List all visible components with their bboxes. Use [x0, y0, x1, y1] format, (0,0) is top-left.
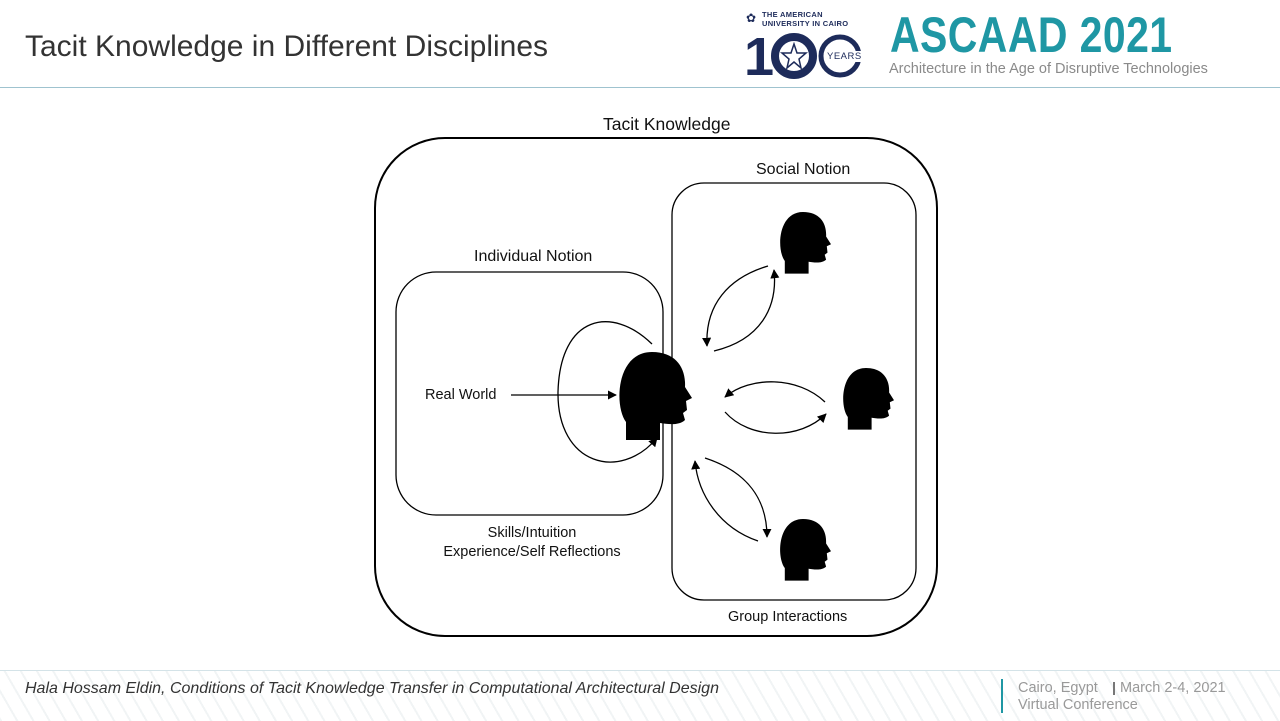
social-notion-label: Social Notion	[756, 161, 851, 178]
auc-seal-icon: ✿	[746, 11, 757, 25]
conference-name: ASCAAD 2021	[890, 7, 1173, 63]
footer-divider	[1001, 679, 1003, 713]
conference-subtitle: Architecture in the Age of Disruptive Te…	[889, 61, 1208, 77]
auc-centennial-logo: ✿ THE AMERICAN UNIVERSITY IN CAIRO 1 YEA…	[744, 10, 866, 84]
conference-mode: Virtual Conference	[1018, 697, 1138, 713]
head-icon-right	[843, 368, 894, 430]
arrow-right-to-center	[724, 381, 826, 403]
arrow-center-to-right	[724, 411, 827, 434]
centennial-digit: 1	[744, 27, 775, 87]
self-reflection-loop	[557, 321, 658, 463]
conference-dates: March 2-4, 2021	[1120, 680, 1226, 696]
university-name-line2: UNIVERSITY IN CAIRO	[762, 19, 849, 28]
centennial-zero-star-icon	[771, 33, 817, 79]
author-citation: Hala Hossam Eldin, Conditions of Tacit K…	[25, 680, 719, 697]
arrow-top-to-center	[702, 265, 769, 347]
tacit-knowledge-label: Tacit Knowledge	[603, 114, 731, 134]
arrow-center-to-bottom	[704, 457, 772, 538]
real-world-label: Real World	[425, 387, 497, 403]
individual-notion-label: Individual Notion	[474, 248, 593, 265]
centennial-years-label: YEARS	[826, 51, 863, 62]
group-interactions-label: Group Interactions	[728, 609, 848, 625]
arrow-center-to-top	[713, 269, 780, 352]
experience-reflections-label: Experience/Self Reflections	[443, 544, 621, 560]
head-icon-top	[780, 212, 831, 274]
university-name-line1: THE AMERICAN	[762, 10, 823, 19]
slide-title: Tacit Knowledge in Different Disciplines	[25, 30, 549, 63]
tacit-knowledge-box	[374, 137, 938, 637]
slide-footer: Hala Hossam Eldin, Conditions of Tacit K…	[0, 670, 1280, 721]
header-divider	[0, 87, 1280, 88]
conference-location: Cairo, Egypt	[1018, 680, 1098, 696]
head-icon-bottom	[780, 519, 831, 581]
skills-intuition-label: Skills/Intuition	[487, 525, 577, 541]
footer-separator	[1113, 682, 1115, 695]
head-icon-central	[619, 352, 692, 440]
arrow-bottom-to-center	[691, 460, 759, 542]
